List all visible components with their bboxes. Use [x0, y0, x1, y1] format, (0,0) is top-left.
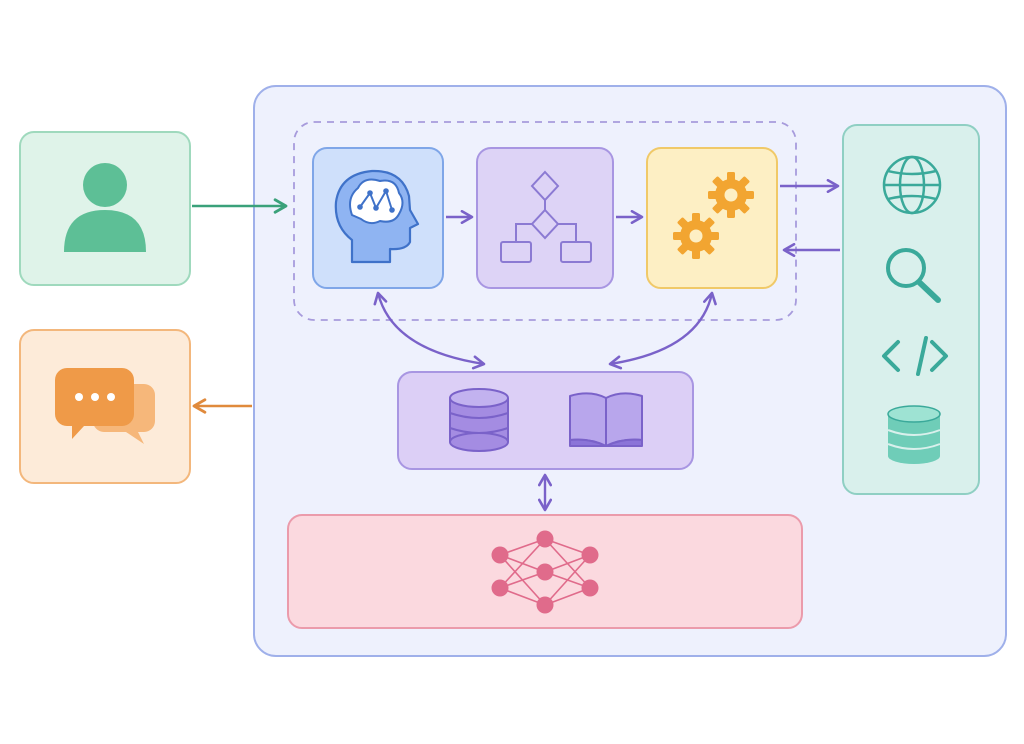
agent-loop-group	[293, 121, 797, 321]
code-icon	[882, 336, 948, 376]
arrow-execution-memory	[608, 291, 717, 370]
user-icon	[64, 163, 146, 252]
neural-network-icon	[491, 530, 599, 614]
chat-bubbles-icon	[55, 368, 155, 444]
book-icon	[569, 392, 643, 447]
arrow-reasoning-memory	[373, 291, 486, 370]
reasoning-node	[312, 147, 444, 289]
memory-node	[397, 371, 694, 470]
database-icon	[887, 405, 941, 464]
user-node	[19, 131, 191, 286]
model-node	[287, 514, 803, 629]
response-node	[19, 329, 191, 484]
flowchart-icon	[500, 170, 592, 263]
planning-node	[476, 147, 614, 289]
globe-icon	[882, 155, 942, 215]
gears-icon	[673, 172, 754, 259]
tools-panel	[842, 124, 980, 495]
search-icon	[886, 248, 941, 303]
execution-node	[646, 147, 778, 289]
database-icon	[449, 388, 509, 452]
brain-head-icon	[334, 169, 420, 264]
